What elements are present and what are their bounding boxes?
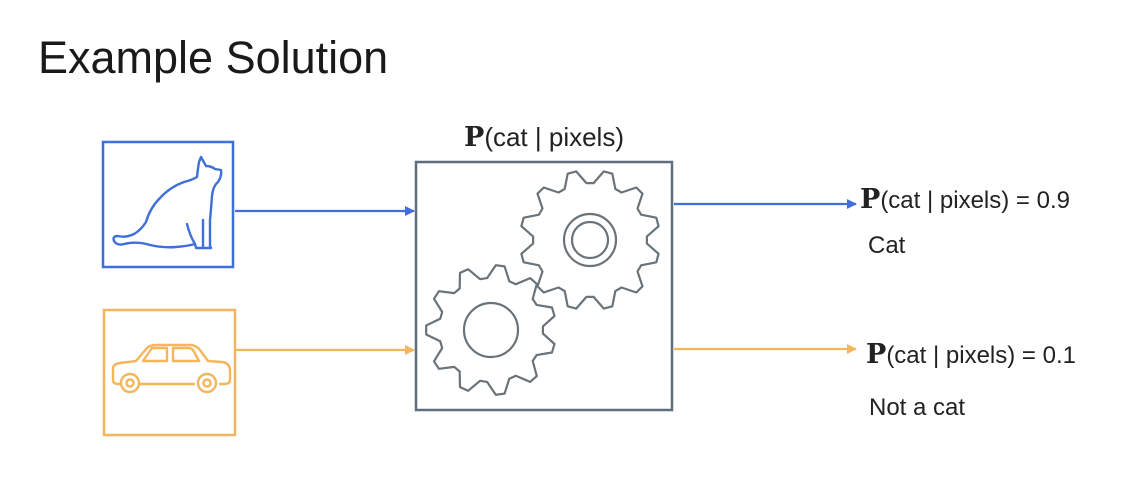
model-label-text: (cat | pixels) [484, 122, 624, 152]
car-output-class-label: Not a cat [869, 394, 966, 421]
car-icon [111, 343, 232, 394]
cat-icon [112, 155, 223, 250]
car-input-box [102, 308, 237, 437]
cat-output-probability: P(cat | pixels) = 0.9 [860, 184, 1070, 215]
prob-symbol: P [866, 339, 887, 370]
car-output-probability-text: (cat | pixels) = 0.1 [886, 342, 1076, 369]
prob-symbol: P [464, 122, 485, 153]
model-label: P(cat | pixels) [416, 122, 672, 153]
model-box [414, 160, 674, 412]
car-output-probability: P(cat | pixels) = 0.1 [866, 339, 1076, 370]
cat-output-class-label: Cat [868, 232, 906, 259]
cat-input-box [101, 140, 235, 269]
prob-symbol: P [860, 184, 881, 215]
gears-icon [425, 170, 660, 396]
slide-title: Example Solution [38, 32, 389, 83]
cat-output-probability-text: (cat | pixels) = 0.9 [880, 187, 1070, 214]
